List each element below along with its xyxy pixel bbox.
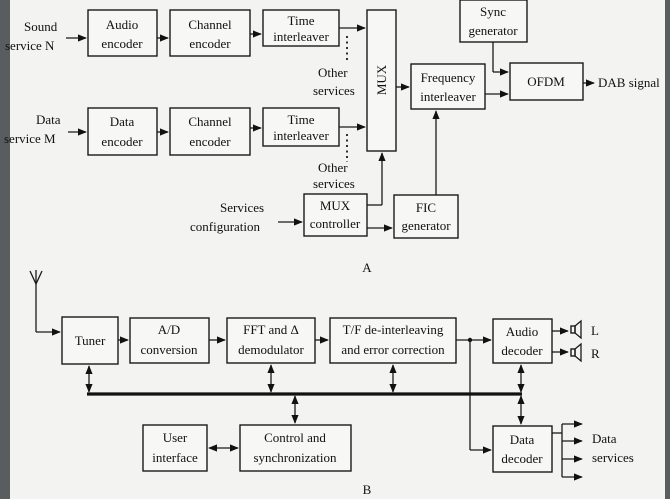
fft-demodulator-line-2: demodulator	[238, 342, 304, 357]
audio-decoder-line-2: decoder	[501, 343, 543, 358]
fft-demodulator-line-1: FFT and Δ	[243, 322, 299, 337]
frequency-interleaver-line-1: Frequency	[421, 70, 476, 85]
data-service-label-2: service M	[4, 131, 56, 146]
sync-generator-line-1: Sync	[480, 4, 506, 19]
control-bus	[85, 364, 525, 452]
channel-encoder-1-line-1: Channel	[188, 17, 232, 32]
audio-decoder-box	[492, 318, 553, 364]
sound-service-label-1: Sound	[24, 19, 58, 34]
time-interleaver-1-line-1: Time	[288, 13, 315, 28]
dab-signal-label: DAB signal	[598, 75, 660, 90]
mux-controller-line-1: MUX	[320, 198, 351, 213]
ad-conversion-box	[129, 317, 210, 364]
ad-conversion-line-1: A/D	[158, 322, 180, 337]
tuner-label: Tuner	[75, 333, 106, 348]
time-interleaver-2-line-2: interleaver	[273, 128, 329, 143]
sync-generator-line-2: generator	[468, 23, 518, 38]
mux-controller-line-2: controller	[310, 216, 361, 231]
caption-b: B	[363, 482, 372, 497]
channel-encoder-box-2	[169, 107, 251, 156]
audio-encoder-line-1: Audio	[106, 17, 139, 32]
channel-encoder-2-line-2: encoder	[189, 134, 231, 149]
sound-service-label-2: service N	[5, 38, 55, 53]
channel-encoder-1-line-2: encoder	[189, 36, 231, 51]
channel-encoder-box-1	[169, 9, 251, 57]
time-interleaver-1-line-2: interleaver	[273, 29, 329, 44]
data-services-line-1: Data	[592, 431, 617, 446]
services-config-label-1: Services	[220, 200, 264, 215]
data-decoder-line-2: decoder	[501, 451, 543, 466]
data-encoder-box	[87, 107, 158, 156]
user-interface-line-1: User	[163, 430, 188, 445]
speaker-left-label: L	[591, 323, 599, 338]
audio-decoder-line-1: Audio	[506, 324, 539, 339]
time-interleaver-box-1	[262, 9, 340, 47]
audio-encoder-box	[87, 9, 158, 57]
control-sync-line-1: Control and	[264, 430, 326, 445]
tf-deinterleaving-line-1: T/F de-interleaving	[343, 322, 444, 337]
data-decoder-box	[492, 425, 553, 473]
data-services-line-2: services	[592, 450, 634, 465]
tf-deinterleaving-line-2: and error correction	[341, 342, 445, 357]
data-encoder-line-1: Data	[110, 114, 135, 129]
ofdm-label: OFDM	[527, 74, 565, 89]
audio-encoder-line-2: encoder	[101, 36, 143, 51]
mux-label: MUX	[374, 64, 389, 95]
user-interface-line-2: interface	[152, 450, 198, 465]
fic-generator-line-1: FIC	[416, 200, 436, 215]
caption-a: A	[362, 260, 372, 275]
control-sync-line-2: synchronization	[253, 450, 337, 465]
fic-generator-line-2: generator	[401, 218, 451, 233]
data-service-label-1: Data	[36, 112, 61, 127]
mux-box	[366, 9, 397, 152]
frequency-interleaver-line-2: interleaver	[420, 89, 476, 104]
diagram-a-connectors	[66, 24, 595, 232]
time-interleaver-2-line-1: Time	[288, 112, 315, 127]
user-interface-box	[142, 424, 208, 472]
frequency-interleaver-box	[410, 63, 486, 110]
sync-generator-box	[459, 0, 528, 43]
speaker-left-icon	[570, 319, 582, 340]
tuner-box	[61, 316, 119, 365]
speaker-right-label: R	[591, 346, 600, 361]
data-decoder-line-1: Data	[510, 432, 535, 447]
fic-generator-box	[393, 194, 459, 239]
time-interleaver-box-2	[262, 107, 340, 147]
other-services-1-line-1: Other	[318, 65, 348, 80]
channel-encoder-2-line-1: Channel	[188, 114, 232, 129]
ofdm-box	[509, 62, 584, 101]
data-encoder-line-2: encoder	[101, 134, 143, 149]
mux-controller-box	[303, 193, 368, 237]
antenna-icon	[29, 270, 61, 336]
control-sync-box	[239, 424, 352, 472]
ad-conversion-line-2: conversion	[140, 342, 198, 357]
other-services-2-line-1: Other	[318, 160, 348, 175]
speaker-right-icon	[570, 342, 582, 363]
services-config-label-2: configuration	[190, 219, 261, 234]
other-services-1-line-2: services	[313, 83, 355, 98]
other-services-2-line-2: services	[313, 176, 355, 191]
